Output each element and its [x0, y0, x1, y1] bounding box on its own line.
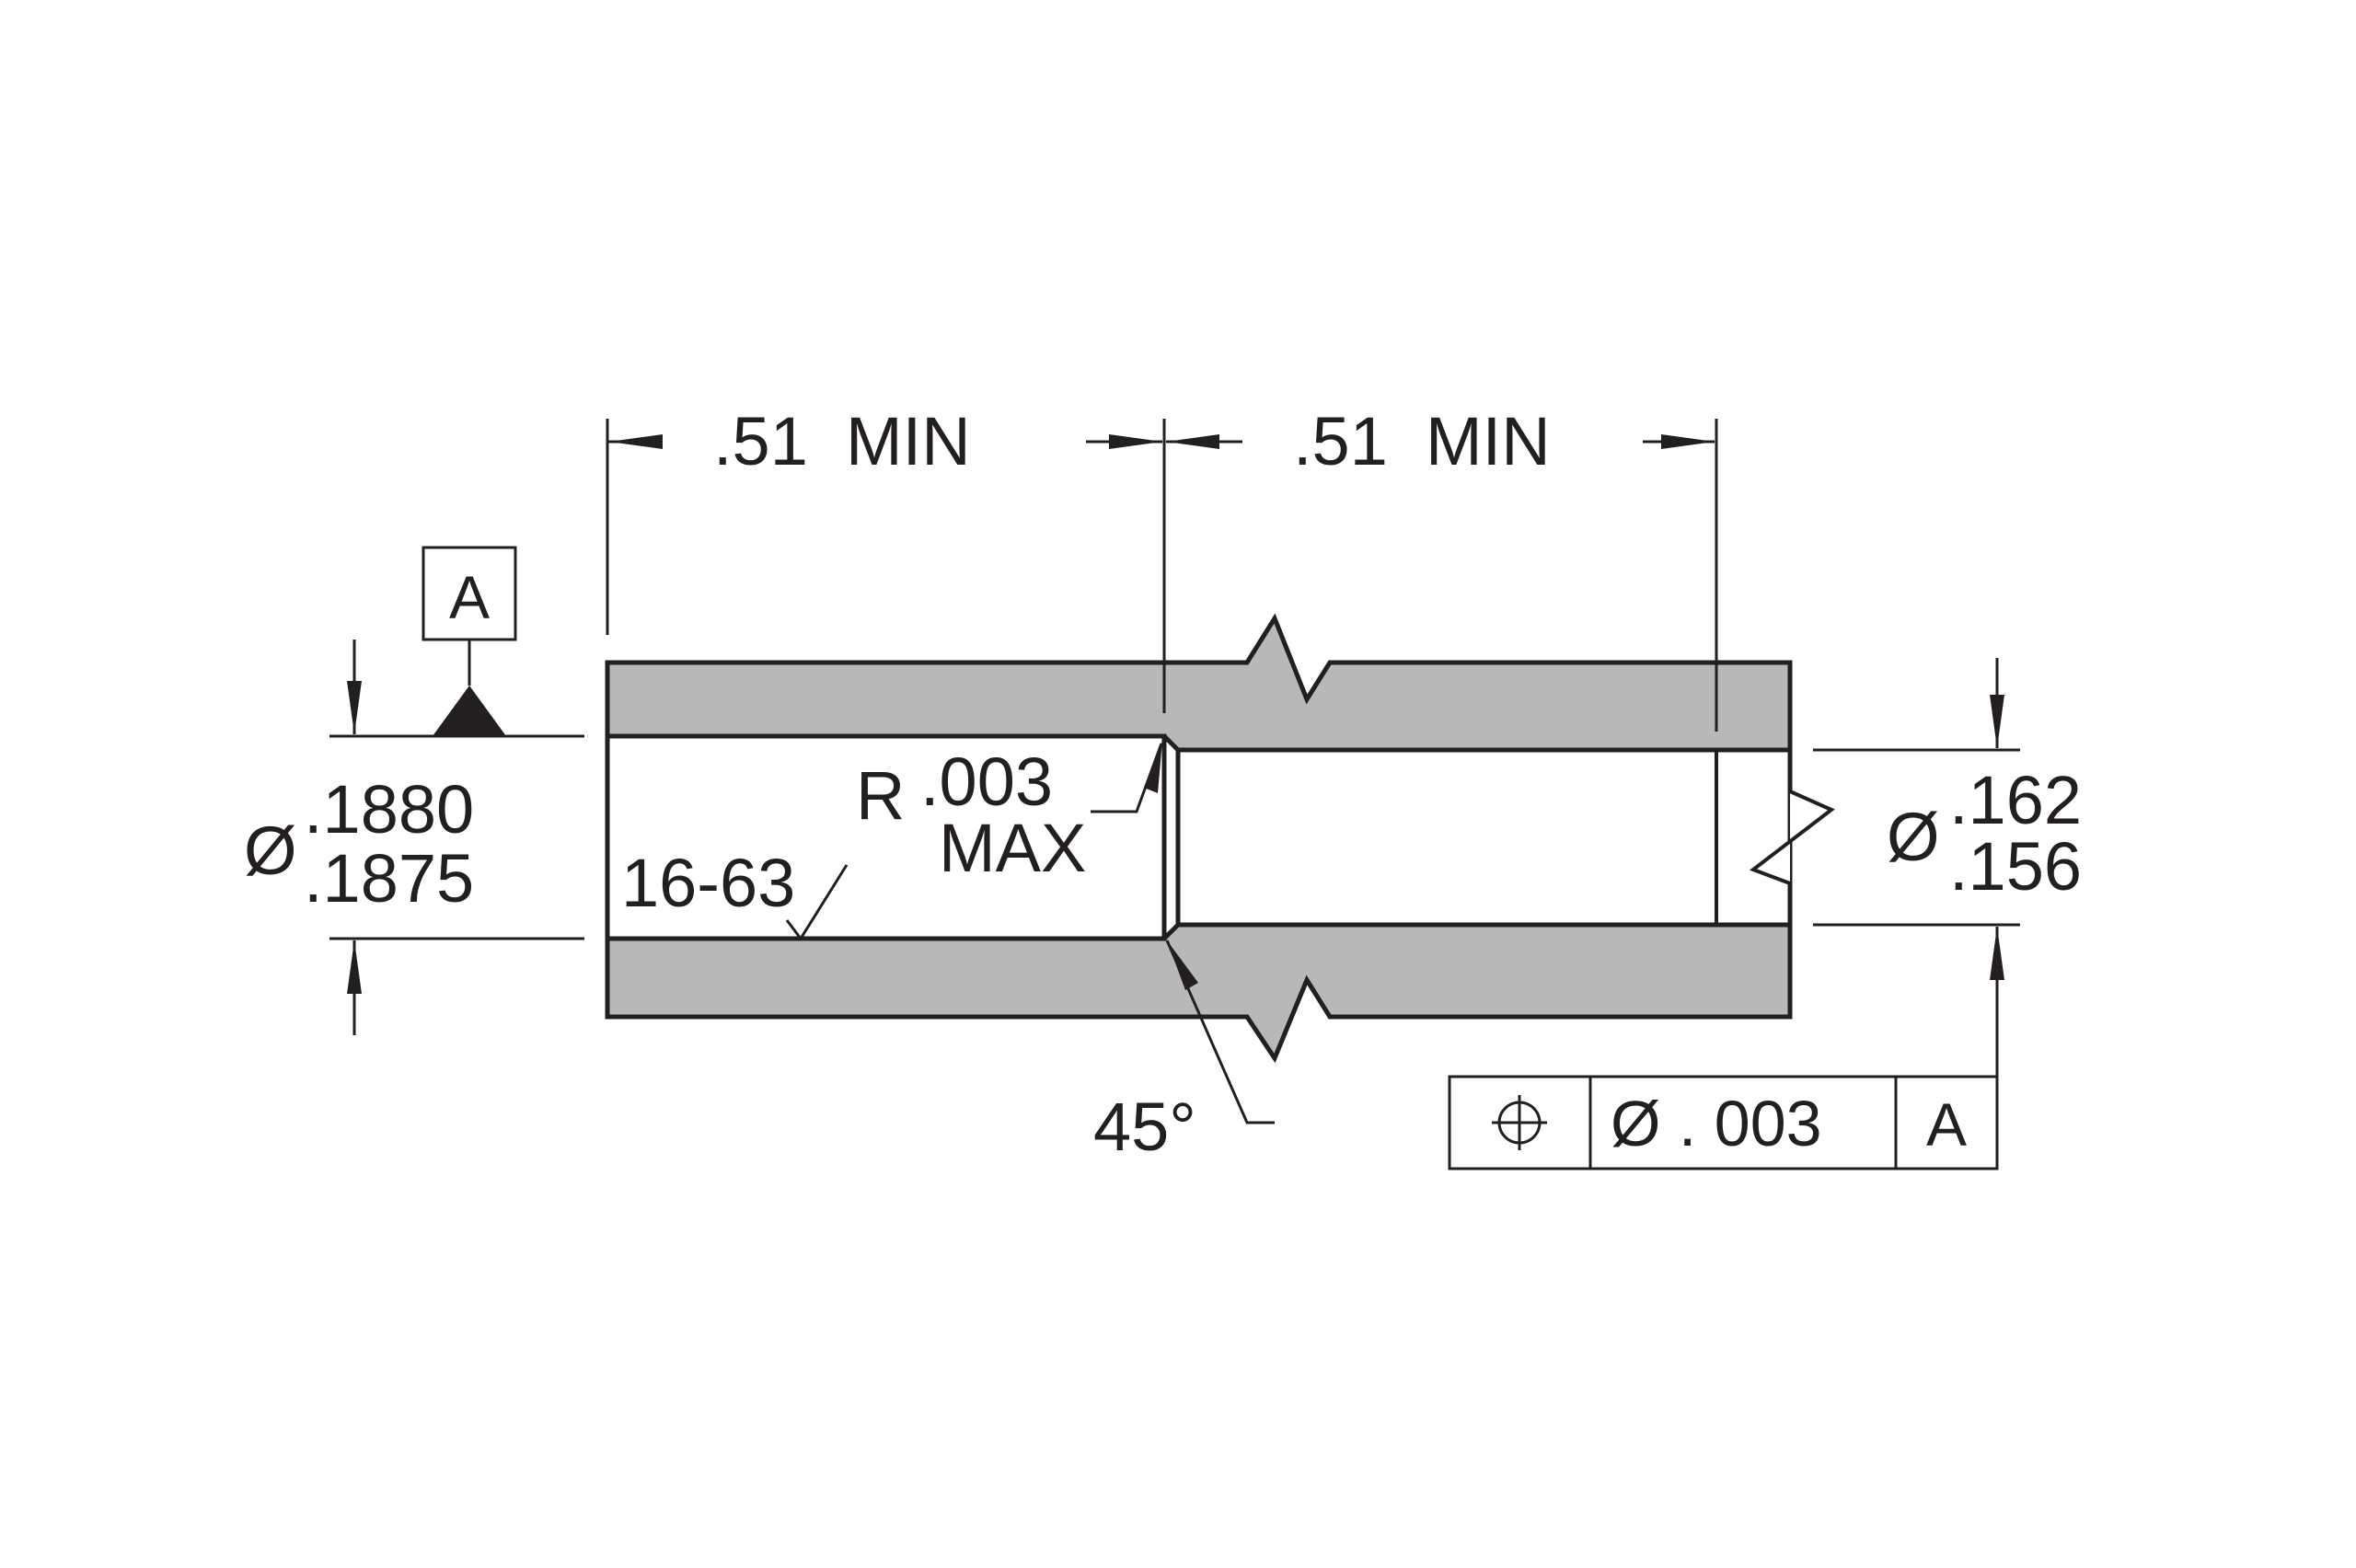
inner-diameter-dimension: Ø .162 .156 [1813, 658, 2082, 1164]
small-bore [1175, 747, 1793, 928]
chamfer-leader [1165, 940, 1275, 1124]
fcf-tolerance: Ø . 003 [1611, 1088, 1822, 1159]
radius-callout: R .003 MAX [856, 741, 1163, 886]
arrowhead [1109, 434, 1162, 449]
datum-label: A [449, 563, 490, 631]
surface-finish-symbol [785, 864, 849, 941]
chamfer-angle-label: 45° [1093, 1089, 1196, 1165]
break-line [1749, 790, 1835, 885]
radius-prefix: R [856, 757, 905, 834]
lower-wall [605, 922, 1793, 1064]
inner-diameter-lower: .156 [1949, 828, 2082, 905]
chamfer-callout: 45° [1093, 940, 1275, 1165]
datum-a: A [422, 546, 517, 736]
length-left-label: .51 MIN [713, 403, 971, 479]
diameter-symbol: Ø [1887, 799, 1940, 875]
tube-section [605, 613, 1835, 1064]
datum-triangle [433, 686, 506, 736]
arrowhead [1990, 695, 2004, 748]
surface-finish-callout: 16-63 [621, 845, 849, 941]
arrowhead [347, 681, 362, 734]
arrowhead [1167, 940, 1198, 990]
arrowhead [1661, 434, 1715, 449]
outer-diameter-lower: .1875 [304, 840, 474, 917]
arrowhead [609, 434, 663, 449]
large-bore [605, 733, 1167, 941]
diameter-symbol: Ø [244, 813, 297, 889]
outer-diameter-upper: .1880 [304, 771, 474, 847]
position-icon [1492, 1095, 1547, 1150]
fcf-datum-ref: A [1926, 1090, 1967, 1159]
radius-qualifier: MAX [939, 810, 1086, 886]
length-dimensions: .51 MIN .51 MIN [606, 403, 1718, 732]
feature-control-frame: Ø . 003 A [1448, 1075, 1999, 1170]
arrowhead [1990, 927, 2004, 980]
length-right-label: .51 MIN [1293, 403, 1551, 479]
outer-diameter-dimension: Ø .1880 .1875 [244, 640, 584, 1035]
arrowhead [1166, 434, 1219, 449]
radius-value: .003 [920, 744, 1053, 820]
surface-finish-label: 16-63 [621, 845, 795, 921]
inner-diameter-upper: .162 [1949, 762, 2082, 838]
arrowhead [1144, 741, 1162, 793]
upper-wall [605, 613, 1793, 753]
arrowhead [347, 940, 362, 994]
